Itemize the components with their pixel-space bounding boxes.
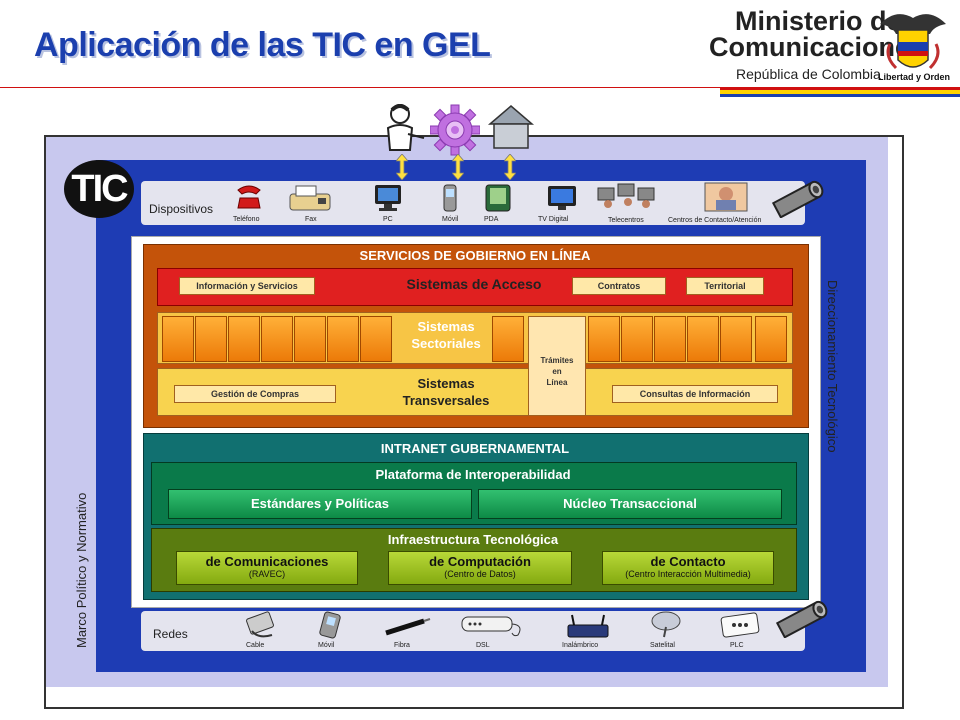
devices-label: Dispositivos — [149, 202, 214, 216]
tramites-line1: Trámites — [540, 356, 574, 365]
services-heading: SERVICIOS DE GOBIERNO EN LÍNEA — [359, 248, 591, 263]
infra-item-sub: (Centro de Datos) — [444, 569, 516, 579]
tramites-line2: en — [552, 367, 562, 376]
transversal-title-line2: Transversales — [402, 393, 490, 408]
sectoral-systems-title: Sistemas Sectoriales — [388, 318, 504, 352]
sectoral-cell — [654, 316, 686, 362]
device-label: Móvil — [442, 216, 459, 223]
network-label: Fibra — [394, 642, 410, 649]
wireless-router-icon — [564, 613, 612, 639]
tramites-text: Trámites en Línea — [529, 355, 585, 388]
pda-icon — [484, 184, 512, 212]
sectoral-cell — [492, 316, 524, 362]
telephone-icon — [234, 184, 264, 212]
arrow-up-down-icon — [395, 153, 409, 181]
device-label: TV Digital — [538, 216, 569, 223]
networks-label: Redes — [153, 627, 188, 641]
transversal-systems-title: Sistemas Transversales — [388, 375, 504, 409]
device-label: PDA — [484, 216, 499, 223]
dsl-modem-icon — [460, 613, 526, 639]
header-rule-gap — [0, 88, 720, 98]
sectoral-cell — [621, 316, 653, 362]
transversal-pill: Gestión de Compras — [174, 385, 336, 403]
satellite-dish-icon — [650, 609, 686, 639]
intranet-heading: INTRANET GUBERNAMENTAL — [380, 441, 570, 456]
plc-icon — [720, 611, 760, 639]
sectoral-cell — [327, 316, 359, 362]
tramites-line3: Línea — [546, 378, 568, 387]
digital-tv-icon — [546, 184, 578, 212]
transactional-core-block: Núcleo Transaccional — [478, 489, 782, 519]
telecenter-icon — [596, 182, 660, 212]
device-label: Teléfono — [233, 216, 260, 223]
contact-center-icon — [704, 182, 748, 212]
sectoral-cell — [360, 316, 392, 362]
transversal-pill: Consultas de Información — [612, 385, 778, 403]
infra-item-sub: (Centro Interacción Multimedia) — [625, 569, 751, 579]
pc-icon — [372, 184, 404, 212]
page-title: Aplicación de las TIC en GEL — [34, 26, 491, 64]
sectoral-cell — [588, 316, 620, 362]
sectoral-cell — [720, 316, 752, 362]
network-label: PLC — [730, 642, 744, 649]
infra-communications: de Comunicaciones (RAVEC) — [176, 551, 358, 585]
sectoral-title-line1: Sistemas — [417, 319, 475, 334]
arrow-up-down-icon — [451, 153, 465, 181]
network-label: DSL — [476, 642, 490, 649]
sectoral-cell — [162, 316, 194, 362]
sectoral-cell — [687, 316, 719, 362]
access-systems-title: Sistemas de Acceso — [406, 276, 542, 292]
gear-icon — [429, 104, 481, 156]
pipe-tube-icon — [775, 598, 832, 639]
infra-item-title: de Contacto — [650, 554, 726, 569]
cable-icon — [244, 611, 276, 639]
mobile-network-icon — [316, 611, 344, 639]
access-pill: Territorial — [686, 277, 764, 295]
ministry-name-line1: Ministerio de — [735, 6, 902, 36]
ministry-country: República de Colombia — [736, 66, 881, 82]
network-label: Cable — [246, 642, 265, 649]
sectoral-systems — [157, 312, 793, 364]
sectoral-cell — [195, 316, 227, 362]
tramites-en-linea: Trámites en Línea — [528, 316, 586, 416]
coat-of-arms-motto: Libertad y Orden — [878, 72, 951, 82]
pipe-tube-icon — [771, 178, 828, 219]
infra-computing: de Computación (Centro de Datos) — [388, 551, 572, 585]
sectoral-cell — [755, 316, 787, 362]
sectoral-cell — [294, 316, 326, 362]
left-side-label: Marco Político y Normativo — [74, 492, 89, 648]
network-label: Inalámbrico — [562, 642, 599, 649]
access-pill: Contratos — [572, 277, 666, 295]
infra-contact: de Contacto (Centro Interacción Multimed… — [602, 551, 774, 585]
infra-item-sub: (RAVEC) — [248, 569, 286, 579]
device-label: Telecentros — [608, 217, 644, 224]
colombia-coat-of-arms-icon — [876, 4, 950, 88]
sectoral-title-line2: Sectoriales — [411, 336, 481, 351]
network-label: Móvil — [318, 642, 335, 649]
sectoral-cell — [261, 316, 293, 362]
right-side-label: Direccionamiento Tecnológico — [825, 280, 840, 453]
device-label: Centros de Contacto/Atención — [668, 217, 762, 224]
platform-title: Plataforma de Interoperabilidad — [375, 467, 571, 482]
arrow-up-down-icon — [503, 153, 517, 181]
tic-badge: TIC — [64, 160, 134, 218]
access-pill: Información y Servicios — [179, 277, 315, 295]
transversal-title-line1: Sistemas — [417, 376, 475, 391]
device-label: Fax — [305, 216, 317, 223]
standards-policies-block: Estándares y Políticas — [168, 489, 472, 519]
mobile-phone-icon — [442, 184, 458, 212]
network-label: Satelital — [650, 642, 675, 649]
person-icon — [378, 104, 428, 156]
device-label: PC — [383, 216, 393, 223]
infrastructure-title: Infraestructura Tecnológica — [387, 532, 559, 547]
infra-item-title: de Computación — [429, 554, 531, 569]
house-icon — [486, 104, 536, 150]
fax-icon — [288, 184, 332, 212]
sectoral-cell — [228, 316, 260, 362]
fiber-icon — [384, 617, 432, 637]
infra-item-title: de Comunicaciones — [205, 554, 329, 569]
